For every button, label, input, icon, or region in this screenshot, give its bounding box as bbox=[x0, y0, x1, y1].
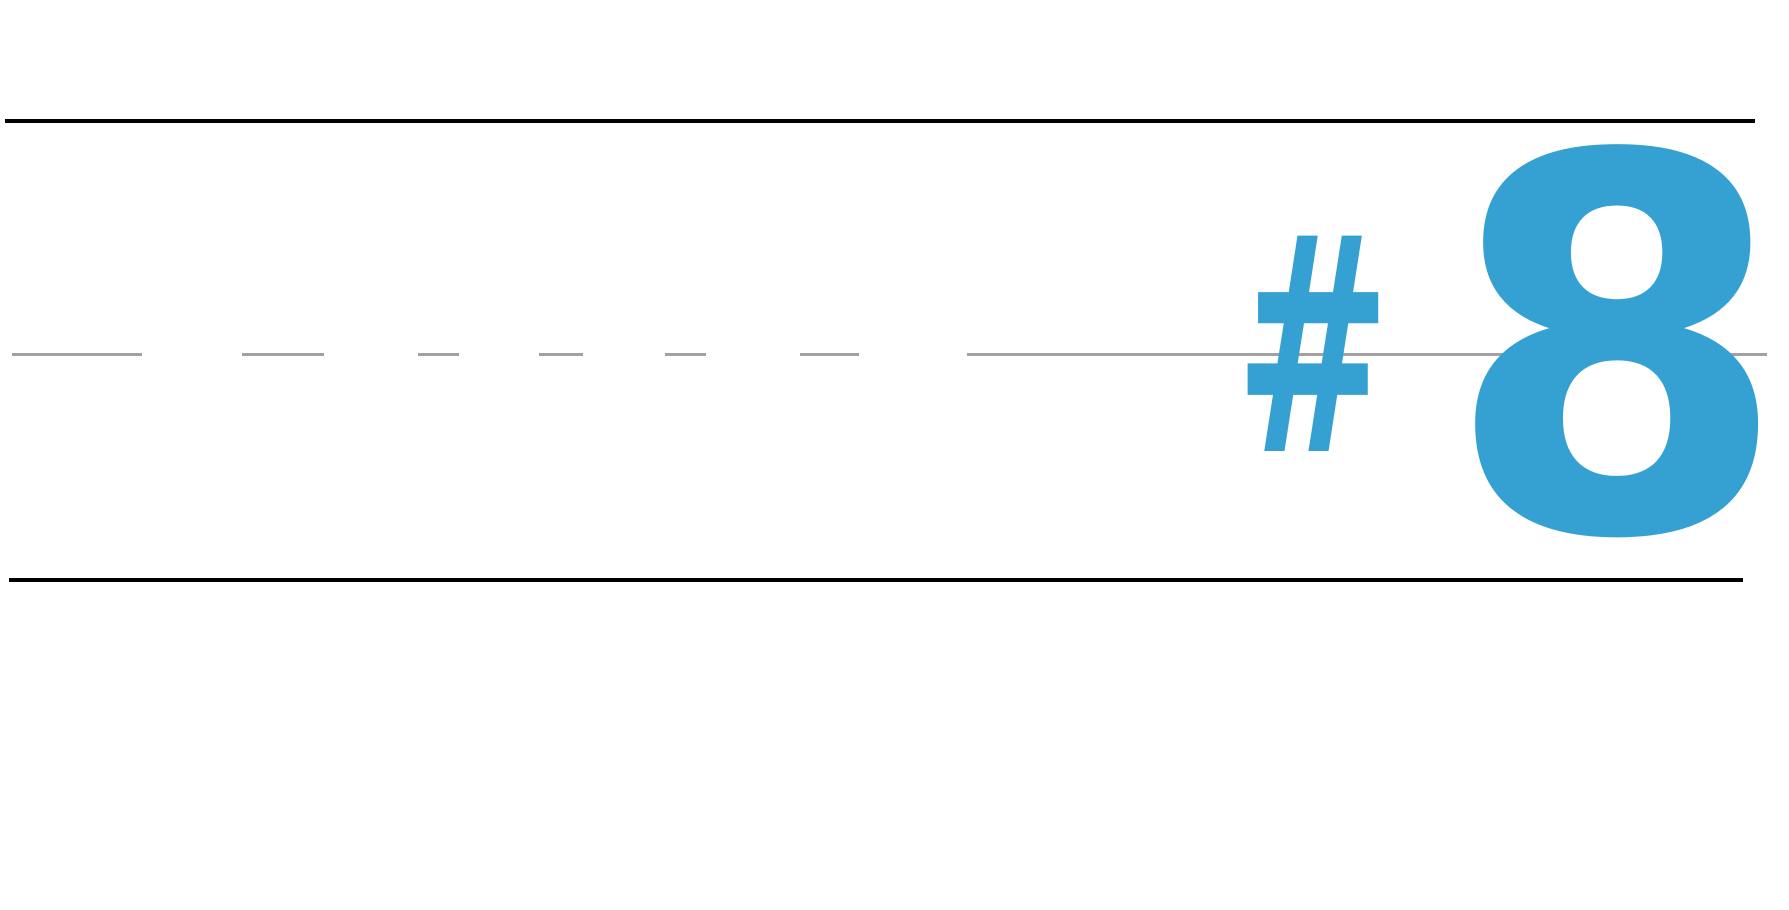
hash-symbol: # bbox=[1235, 173, 1391, 522]
midline-dash bbox=[665, 353, 706, 356]
baseline-writing-line bbox=[9, 578, 1743, 582]
midline-dash bbox=[12, 353, 142, 356]
midline-dash bbox=[418, 353, 459, 356]
number-value: 8 bbox=[1445, 47, 1789, 653]
midline-dash bbox=[539, 353, 583, 356]
midline-dash bbox=[242, 353, 324, 356]
number-badge: # 8 bbox=[1235, 90, 1789, 610]
midline-dash bbox=[800, 353, 859, 356]
midline-solid-segment bbox=[967, 353, 1767, 356]
top-writing-line bbox=[5, 119, 1755, 123]
